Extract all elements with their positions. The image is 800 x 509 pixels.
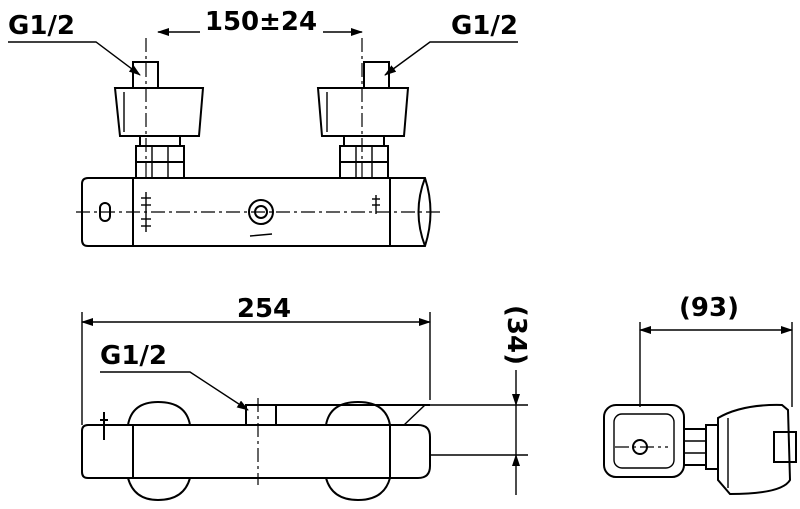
top-right-thread-label: G1/2 (451, 11, 518, 41)
front-view-body (81, 424, 431, 479)
front-width-dimension: 254 (237, 294, 291, 324)
slot-icon (99, 202, 111, 222)
scale-marks-left (141, 192, 151, 232)
front-view: 254 G1/2 (34) (81, 294, 531, 502)
front-outlet (245, 404, 277, 426)
knob-circle-icon (248, 199, 274, 225)
top-spacing-dimension: 150±24 (205, 7, 317, 37)
top-view-body (81, 177, 432, 247)
side-inlet-stub (773, 431, 797, 463)
scale-marks-right (372, 195, 380, 214)
side-view: (93) (603, 293, 797, 496)
right-inlet-top (316, 61, 410, 178)
left-inlet-top (113, 61, 205, 178)
side-nut (683, 428, 707, 466)
top-left-thread-label: G1/2 (8, 11, 75, 41)
front-height-dimension: (34) (501, 305, 531, 365)
side-cap (717, 403, 792, 496)
front-thread-label: G1/2 (100, 341, 167, 371)
side-depth-dimension: (93) (679, 293, 739, 323)
top-view: 150±24 G1/2 G1/2 (8, 7, 518, 247)
logo-mark (249, 233, 273, 237)
